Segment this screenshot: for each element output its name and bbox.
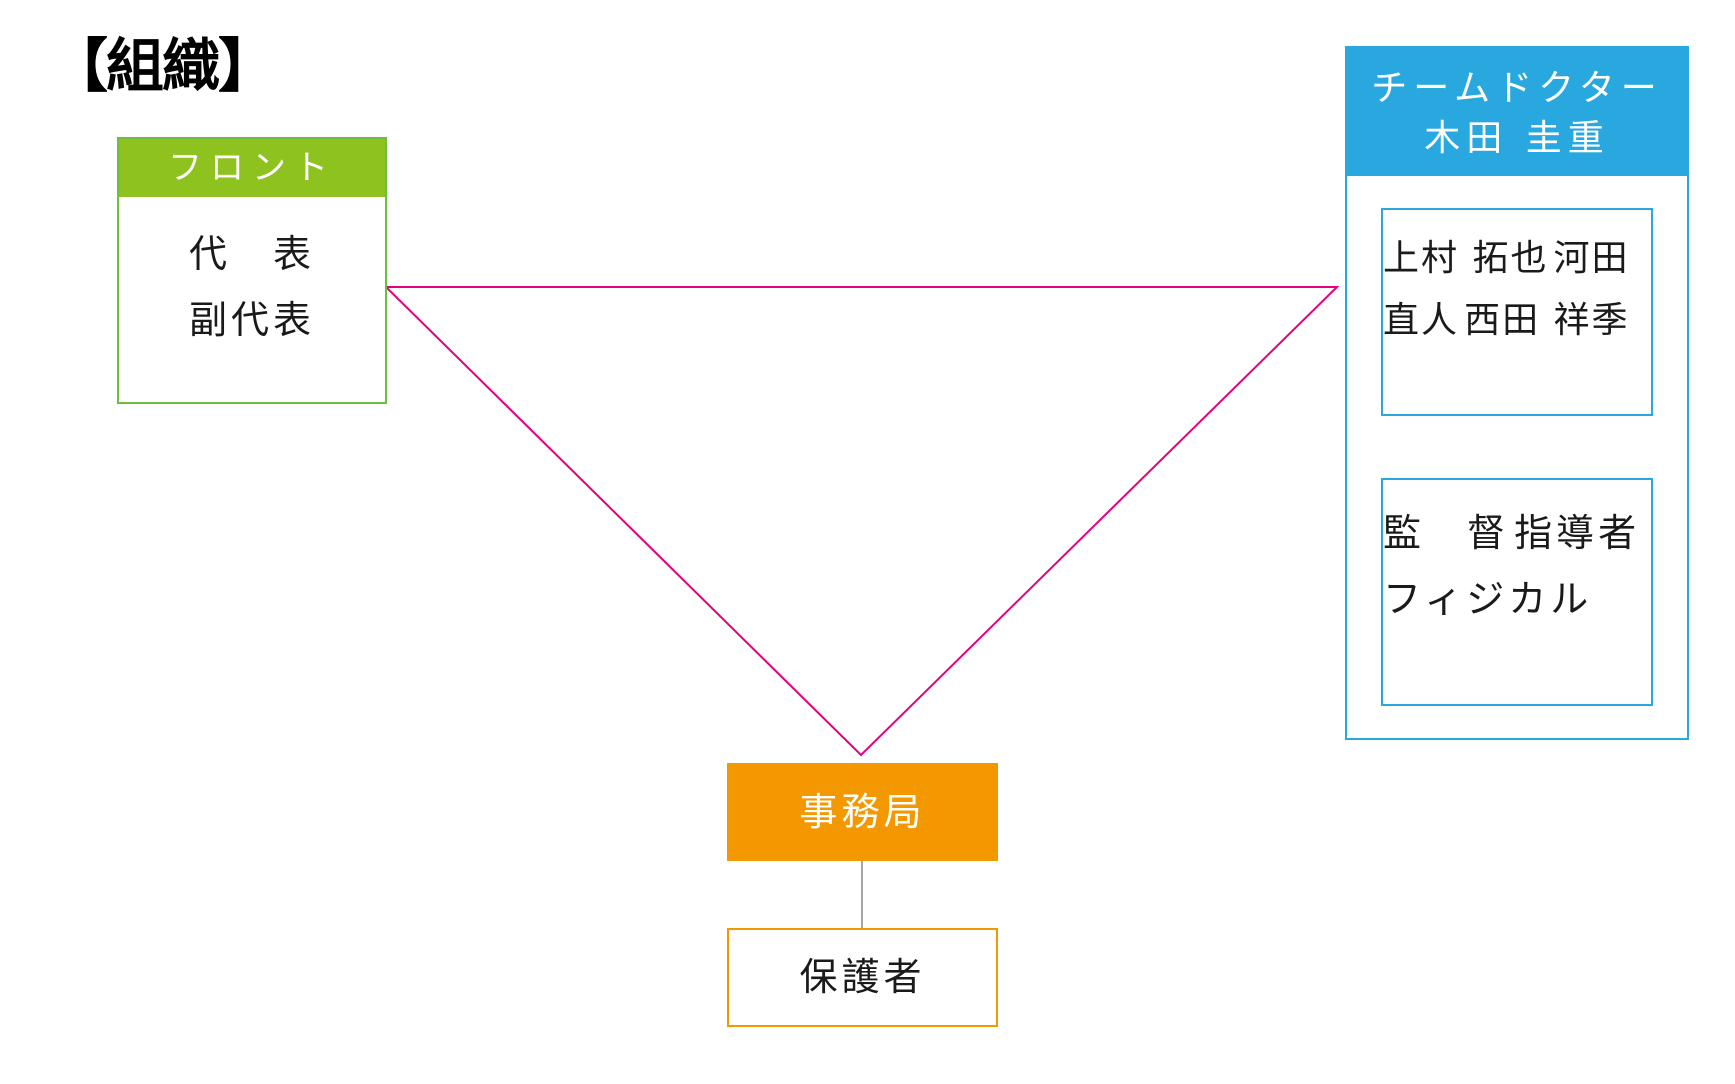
- team-doctor-name: 木田 圭重: [1424, 118, 1610, 159]
- guardian-box: 保護者: [727, 928, 998, 1027]
- relationship-triangle: [383, 286, 1340, 757]
- front-box: フロント 代 表 副代表: [117, 137, 387, 404]
- staff-role-coach: 指導者: [1514, 511, 1641, 555]
- front-role-representative: 代 表: [188, 232, 315, 276]
- staff-role-manager: 監 督: [1383, 511, 1510, 555]
- front-role-vice-representative: 副代表: [188, 298, 315, 342]
- team-doctor-heading: チームドクター 木田 圭重: [1347, 48, 1687, 176]
- coaching-staff-box: 監 督 指導者 フィジカル: [1381, 478, 1653, 706]
- doctor-member: 西田 祥季: [1464, 300, 1630, 341]
- team-doctor-title: チームドクター: [1371, 68, 1663, 109]
- staff-role-physical: フィジカル: [1383, 577, 1593, 621]
- front-roles: 代 表 副代表: [119, 197, 385, 353]
- doctor-member: 上村 拓也: [1383, 238, 1549, 279]
- doctor-members-box: 上村 拓也 河田 直人 西田 祥季: [1381, 208, 1653, 416]
- page-title: 【組織】: [50, 32, 276, 100]
- front-heading: フロント: [119, 139, 385, 197]
- doctor-member: 河田 直人: [1383, 238, 1630, 341]
- office-box: 事務局: [727, 763, 998, 861]
